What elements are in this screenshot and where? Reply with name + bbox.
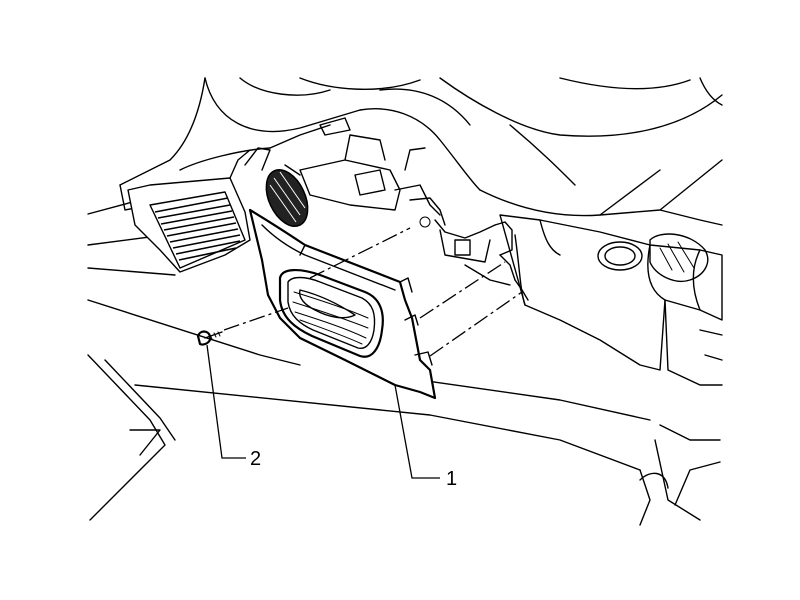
- callout-label-1: 1: [446, 468, 457, 490]
- mounting-brackets: [284, 117, 529, 301]
- lower-trim-panel: [248, 208, 437, 400]
- brake-pedal-grip: [154, 197, 241, 261]
- center-console: [499, 214, 723, 386]
- assembly-lines: [223, 227, 523, 357]
- callout-1: 1: [394, 384, 457, 490]
- air-vent: [278, 269, 384, 358]
- callout-label-2: 2: [250, 448, 261, 470]
- accelerator-pedal: [244, 147, 309, 227]
- brake-pedal: [127, 149, 251, 273]
- screw: [196, 330, 223, 346]
- callout-2: 2: [206, 344, 261, 470]
- dashboard-underside: [119, 77, 723, 226]
- floor-carpet: [87, 199, 721, 526]
